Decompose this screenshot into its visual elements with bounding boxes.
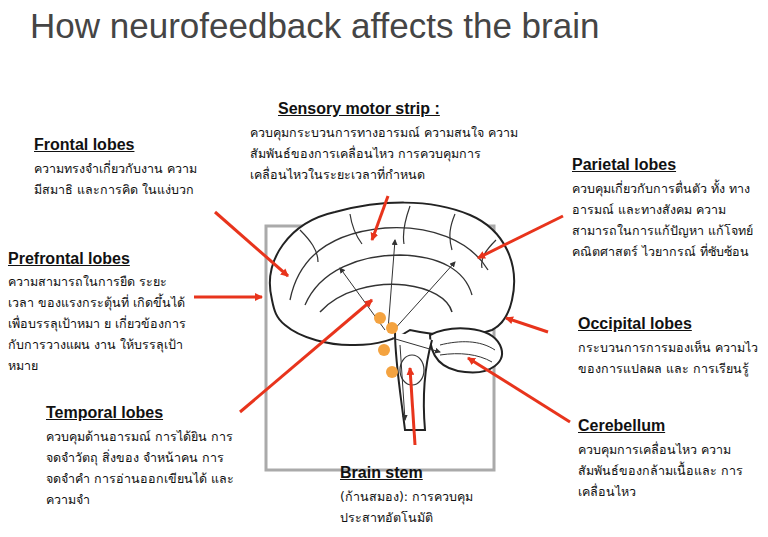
region-heading: Occipital lobes — [578, 315, 692, 333]
region-description: ควบคุมด้านอารมณ์ การได้ยิน การจดจำวัตถุ … — [46, 426, 238, 510]
region-heading: Frontal lobes — [34, 136, 134, 154]
region-description: ความทรงจำเกี่ยวกับงาน ความมีสมาธิ และการ… — [34, 158, 204, 200]
region-description: (ก้านสมอง): การควบคุม ประสาทอัตโนมัติ — [340, 486, 520, 528]
region-description: ความสามารถในการยืด ระยะเวลา ของแรงกระตุ้… — [8, 271, 190, 376]
page-title: How neurofeedback affects the brain — [30, 6, 599, 46]
cerebrum-outline — [270, 203, 514, 345]
region-heading: Sensory motor strip : — [278, 100, 440, 118]
region-description: กระบวนการการมองเห็น ความไวของการแปลผล แล… — [578, 337, 763, 379]
region-heading: Cerebellum — [578, 417, 665, 435]
region-heading: Temporal lobes — [46, 404, 163, 422]
region-heading: Brain stem — [340, 464, 423, 482]
cerebellum — [430, 328, 502, 372]
leader-arrows — [194, 196, 570, 445]
region-heading: Prefrontal lobes — [8, 250, 130, 268]
region-description: ควบคุมเกี่ยวกับการตื่นตัว ทั้ง ทางอารมณ์… — [572, 178, 764, 262]
region-description: ควบคุมกระบวนการทางอารมณ์ ความสนใจ ความสั… — [250, 122, 535, 185]
region-description: ควบคุมการเคลื่อนไหว ความสัมพันธ์ของกล้าม… — [578, 439, 763, 502]
region-heading: Parietal lobes — [572, 156, 676, 174]
